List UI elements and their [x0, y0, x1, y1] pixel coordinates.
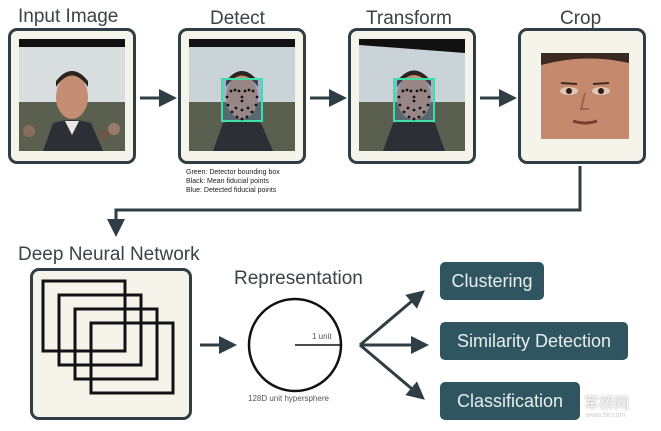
- detect-face-image: [189, 39, 295, 151]
- network-title: Deep Neural Network: [18, 244, 200, 265]
- clustering-box: Clustering: [440, 262, 544, 300]
- network-layers-icon: [41, 279, 175, 395]
- watermark-text: 军桥网: [584, 395, 630, 412]
- arrow-to-clustering: [359, 290, 425, 347]
- input-image-frame: [8, 28, 136, 164]
- network-frame: [30, 268, 192, 420]
- transform-title: Transform: [366, 8, 452, 29]
- arrow-crop-to-network: [107, 166, 582, 237]
- classification-box: Classification: [440, 382, 580, 420]
- input-photo: [19, 39, 125, 151]
- arrow-to-classification: [359, 343, 425, 400]
- hypersphere-caption: 128D unit hypersphere: [248, 394, 329, 403]
- crop-title: Crop: [560, 8, 602, 29]
- watermark-sub: www.9it.com: [586, 412, 626, 419]
- legend-bounding-box: Green: Detector bounding box: [186, 169, 280, 176]
- cropped-face-image: [541, 53, 629, 139]
- representation-title: Representation: [234, 268, 363, 289]
- transform-photo: [359, 39, 465, 151]
- radius-label: 1 unit: [312, 332, 332, 341]
- detect-frame: [178, 28, 306, 164]
- crop-frame: [518, 28, 646, 164]
- similarity-detection-box: Similarity Detection: [440, 322, 628, 360]
- transform-frame: [348, 28, 476, 164]
- detect-title: Detect: [210, 8, 265, 29]
- transformed-face-image: [359, 39, 465, 151]
- face-photo-image: [19, 39, 125, 151]
- legend-mean-points: Black: Mean fiducial points: [186, 178, 269, 185]
- detect-photo: [189, 39, 295, 151]
- legend-detected-points: Blue: Detected fiducial points: [186, 187, 277, 194]
- input-image-title: Input Image: [18, 6, 119, 27]
- crop-photo: [541, 53, 629, 139]
